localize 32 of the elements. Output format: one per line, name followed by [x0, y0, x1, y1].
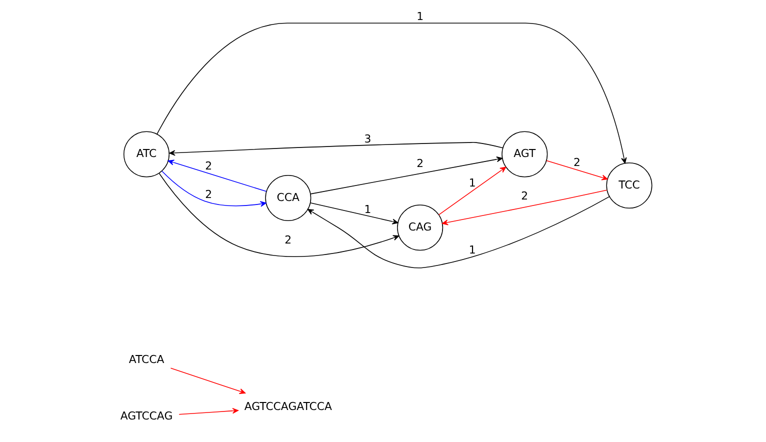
- edge-label: 2: [284, 233, 292, 246]
- edge-label: 1: [364, 202, 372, 216]
- arrow: [168, 160, 267, 192]
- edge-label: 2: [416, 156, 424, 170]
- node-text: ATCCA: [128, 353, 164, 366]
- arrow: [169, 142, 504, 156]
- arrow: [310, 156, 503, 194]
- edge-label: 1: [416, 10, 424, 24]
- arrow: [546, 160, 608, 180]
- arrow: [310, 202, 398, 224]
- node-circle: ATC: [124, 131, 170, 178]
- arrow: [178, 408, 239, 415]
- edge-label: 1: [468, 244, 476, 257]
- edge-label: 3: [364, 132, 372, 146]
- node-circle: AGT: [502, 131, 548, 178]
- arrow: [442, 190, 608, 226]
- arrow: [308, 196, 610, 268]
- node-text: AGTCCAG: [120, 409, 173, 422]
- node-circle: CCA: [265, 174, 312, 221]
- edge-label: 2: [521, 190, 528, 203]
- node-circle: CAG: [397, 204, 444, 251]
- edge-label: 2: [573, 156, 580, 170]
- arrow: [158, 172, 400, 257]
- arrow: [170, 368, 246, 394]
- node-circle: TCC: [606, 162, 652, 208]
- edge-label: 1: [468, 176, 476, 190]
- node-text: AGTCCAGATCCA: [244, 400, 332, 414]
- arrow: [162, 170, 266, 207]
- arrow: [156, 22, 627, 164]
- arrow: [438, 166, 506, 216]
- edge-label: 2: [205, 159, 212, 172]
- edge-label: 2: [205, 188, 212, 202]
